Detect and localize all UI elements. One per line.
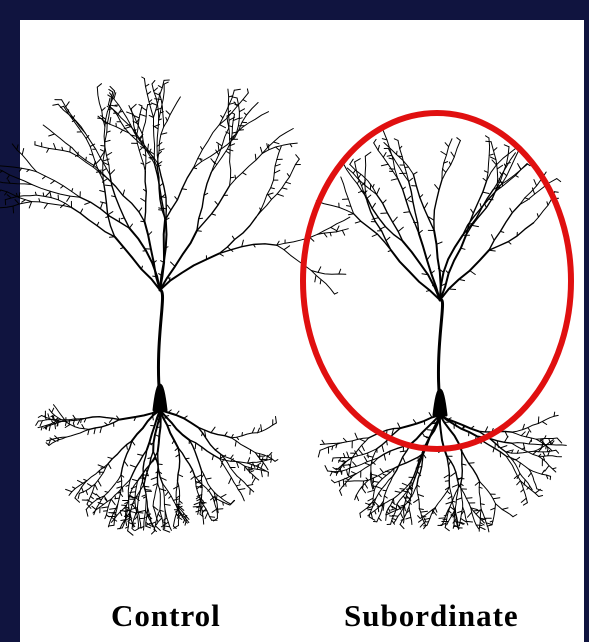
control-neuron-icon: [0, 77, 350, 535]
control-label: Control: [111, 598, 221, 634]
subordinate-label: Subordinate: [344, 598, 519, 634]
subordinate-neuron-icon: [316, 131, 566, 532]
